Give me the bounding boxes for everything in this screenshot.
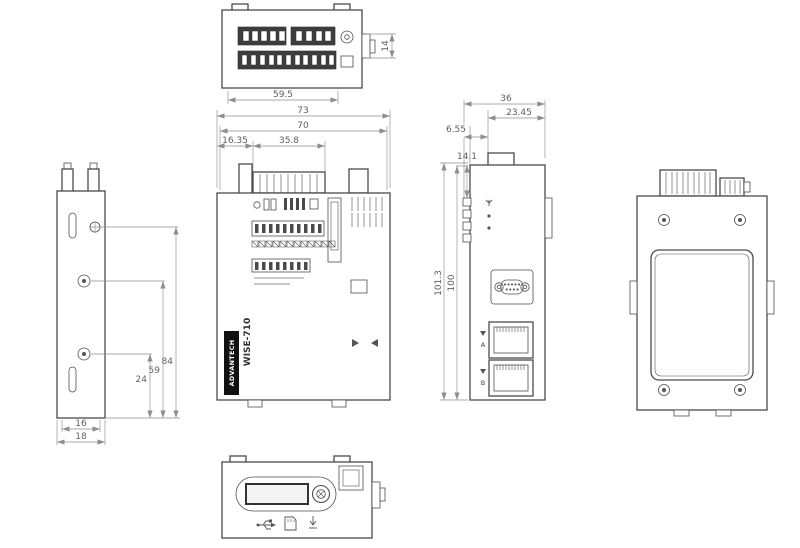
dim-side-top-offset: 14.1	[457, 152, 477, 162]
dim-side-rear-depth: 23.45	[506, 108, 532, 118]
top-body	[221, 9, 363, 89]
din-rail-clip	[544, 197, 553, 239]
dim-left-inner-width: 16	[75, 419, 87, 429]
dim-left-hole-2: 59	[149, 366, 161, 376]
dim-side-body-height: 100	[447, 274, 457, 291]
top-terminal-block	[252, 171, 326, 194]
display-window	[245, 483, 309, 505]
front-body	[216, 192, 391, 401]
top-clip	[487, 152, 515, 167]
mount-hole-low	[77, 347, 91, 361]
din-clip-tab	[238, 163, 253, 195]
dim-top-width: 59.5	[273, 90, 293, 100]
antenna-icon	[485, 199, 493, 206]
db9-connector	[490, 269, 534, 305]
ethernet-port-a	[488, 321, 534, 359]
front-bezel-outline	[235, 476, 337, 512]
bottom-view	[221, 455, 386, 539]
led-triangle-a	[480, 331, 486, 336]
direction-marks	[352, 339, 378, 347]
dip-switch-row-1	[251, 220, 325, 237]
dim-front-body-width: 70	[297, 121, 309, 131]
dim-side-overall-height: 101.3	[434, 270, 444, 296]
dim-left-hole-3: 84	[162, 357, 174, 367]
left-body	[56, 190, 106, 419]
top-view: 59.5 14	[221, 3, 396, 104]
dim-left-hole-1: 24	[136, 375, 148, 385]
mount-slot-bottom	[68, 366, 77, 393]
dim-left-overall-width: 18	[75, 432, 87, 442]
mount-slot-top	[68, 212, 77, 239]
ethernet-port-b	[488, 359, 534, 397]
captive-screw	[311, 484, 331, 504]
brand-logo-box	[224, 331, 239, 395]
sd-card-icon	[284, 516, 297, 531]
top-side-stub	[361, 33, 371, 59]
rear-view	[629, 169, 775, 417]
side-view: 36 23.45 6.55 14.1 101.3 100 A B	[434, 94, 553, 401]
antenna-connector	[340, 30, 354, 44]
model-label: WISE-710	[243, 318, 253, 366]
dim-front-left-offset: 16.35	[222, 136, 248, 146]
din-recess	[650, 249, 754, 381]
led-triangle-b	[480, 369, 486, 374]
power-icon	[309, 516, 317, 529]
front-view: 73 70 16.35 35.8 WISE-710 ADVANTECH	[216, 106, 391, 408]
usb-icon	[256, 519, 276, 530]
led-indicator	[253, 201, 261, 209]
dim-side-front-offset: 6.55	[446, 125, 466, 135]
sim-slot	[327, 197, 342, 263]
brand-logo: ADVANTECH	[229, 340, 236, 387]
dim-front-terminal-width: 35.8	[279, 136, 299, 146]
terminal-screw-row	[251, 240, 336, 248]
dim-side-depth: 36	[500, 94, 512, 104]
screw-holes	[658, 214, 746, 396]
dim-front-overall-width: 73	[297, 106, 308, 116]
dip-switch-row-2	[251, 258, 311, 273]
dim-top-height: 14	[381, 40, 391, 52]
left-view: 24 59 84 16 18	[56, 162, 180, 445]
mount-hole-mid	[77, 274, 91, 288]
vent-slots	[351, 197, 383, 227]
port-b-label: B	[481, 379, 485, 387]
port-a-label: A	[481, 341, 486, 349]
